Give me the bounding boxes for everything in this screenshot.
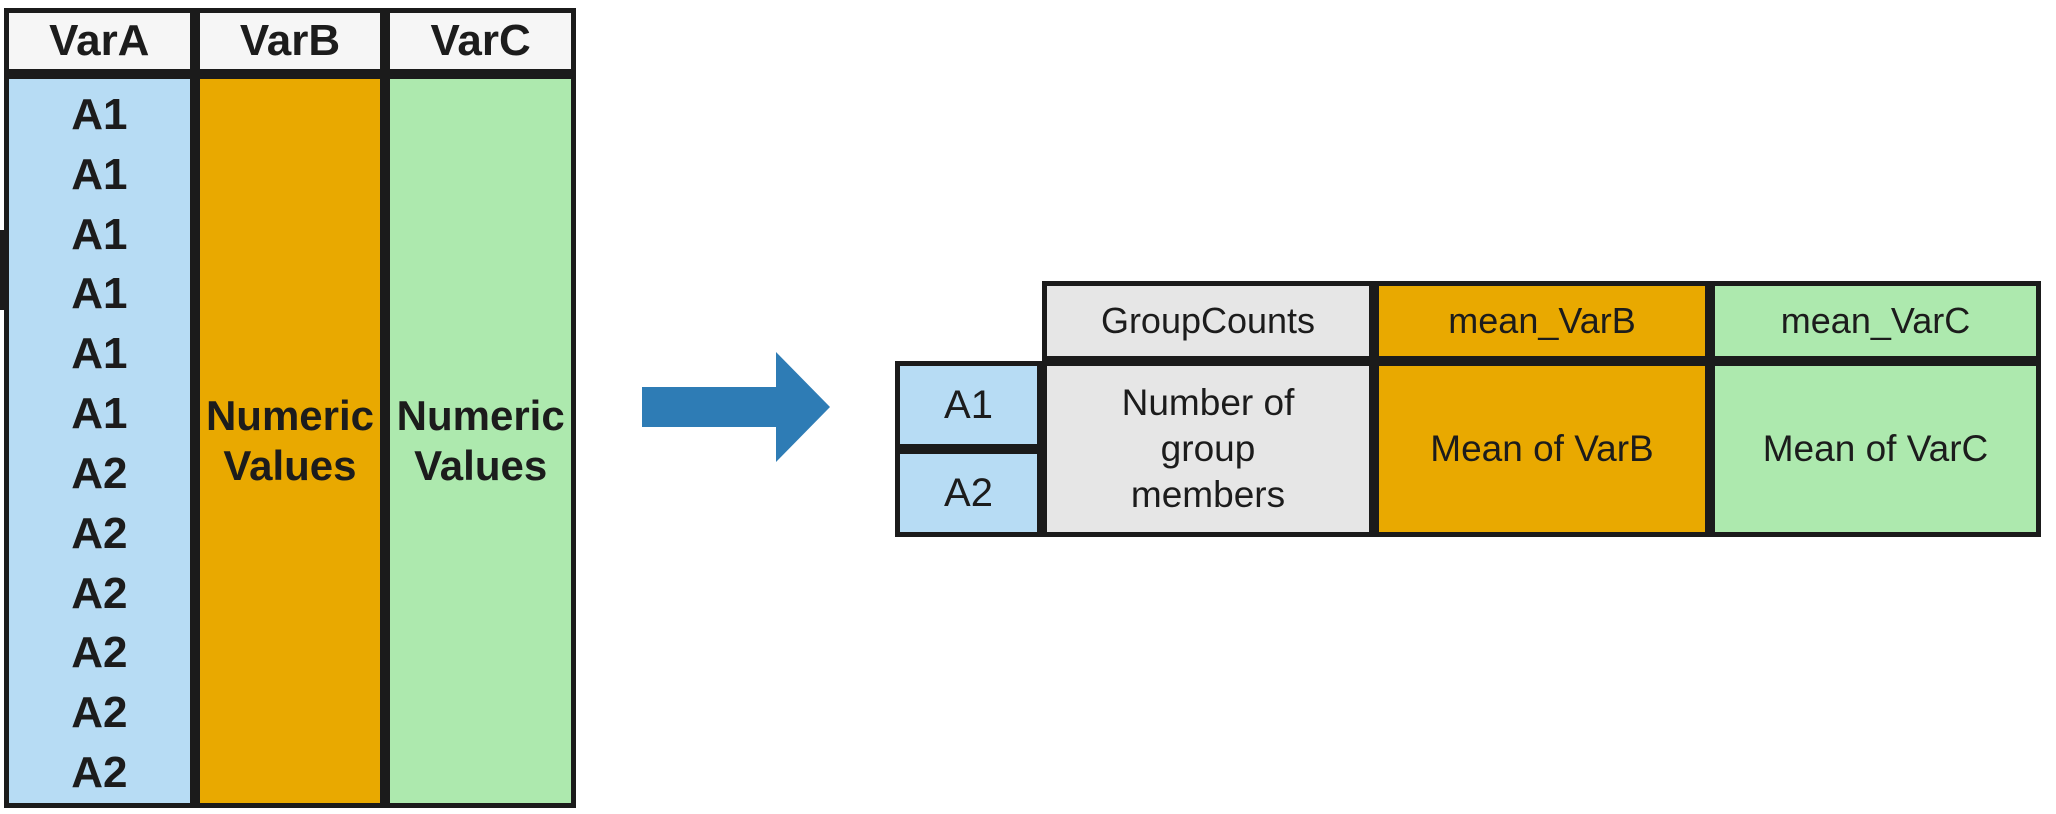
source-table: VarA VarB VarC A1 A1 A1 A1 A1 A1 A2 A2 A…	[4, 8, 576, 808]
result-table: GroupCounts mean_VarB mean_VarC A1 A2 Nu…	[895, 281, 2041, 537]
vara-group-cell: A1	[71, 329, 128, 379]
arrow-head-icon	[776, 352, 830, 462]
left-edge-artifact	[0, 230, 7, 310]
result-header-groupcounts: GroupCounts	[1042, 281, 1374, 361]
vara-group-cell: A1	[71, 89, 128, 139]
source-column-varb: Numeric Values	[194, 74, 386, 808]
result-row-label-cell: A2	[895, 449, 1042, 537]
vara-group-cell: A2	[71, 628, 128, 678]
arrow-body	[642, 387, 777, 427]
result-table-spacer	[895, 281, 1042, 361]
source-header-varc: VarC	[385, 8, 576, 74]
source-header-varb: VarB	[194, 8, 386, 74]
vara-group-cell: A2	[71, 568, 128, 618]
source-header-vara: VarA	[4, 8, 195, 74]
varc-values-note: Numeric Values	[396, 392, 565, 489]
source-column-varc: Numeric Values	[385, 74, 576, 808]
vara-group-cell: A1	[71, 209, 128, 259]
vara-group-cell: A1	[71, 269, 128, 319]
vara-group-cell: A2	[71, 748, 128, 798]
vara-group-cell: A2	[71, 508, 128, 558]
result-header-mean-varb: mean_VarB	[1374, 281, 1710, 361]
result-body-groupcounts: Number of group members	[1042, 361, 1374, 537]
result-header-mean-varc: mean_VarC	[1710, 281, 2041, 361]
result-row-label-cell: A1	[895, 361, 1042, 449]
result-body-mean-varb: Mean of VarB	[1374, 361, 1710, 537]
result-row-labels: A1 A2	[895, 361, 1042, 537]
vara-group-cell: A2	[71, 688, 128, 738]
result-body-mean-varc: Mean of VarC	[1710, 361, 2041, 537]
vara-group-cell: A1	[71, 389, 128, 439]
vara-group-cell: A2	[71, 448, 128, 498]
vara-group-cell: A1	[71, 149, 128, 199]
source-column-vara: A1 A1 A1 A1 A1 A1 A2 A2 A2 A2 A2 A2	[4, 74, 195, 808]
varb-values-note: Numeric Values	[205, 392, 375, 489]
